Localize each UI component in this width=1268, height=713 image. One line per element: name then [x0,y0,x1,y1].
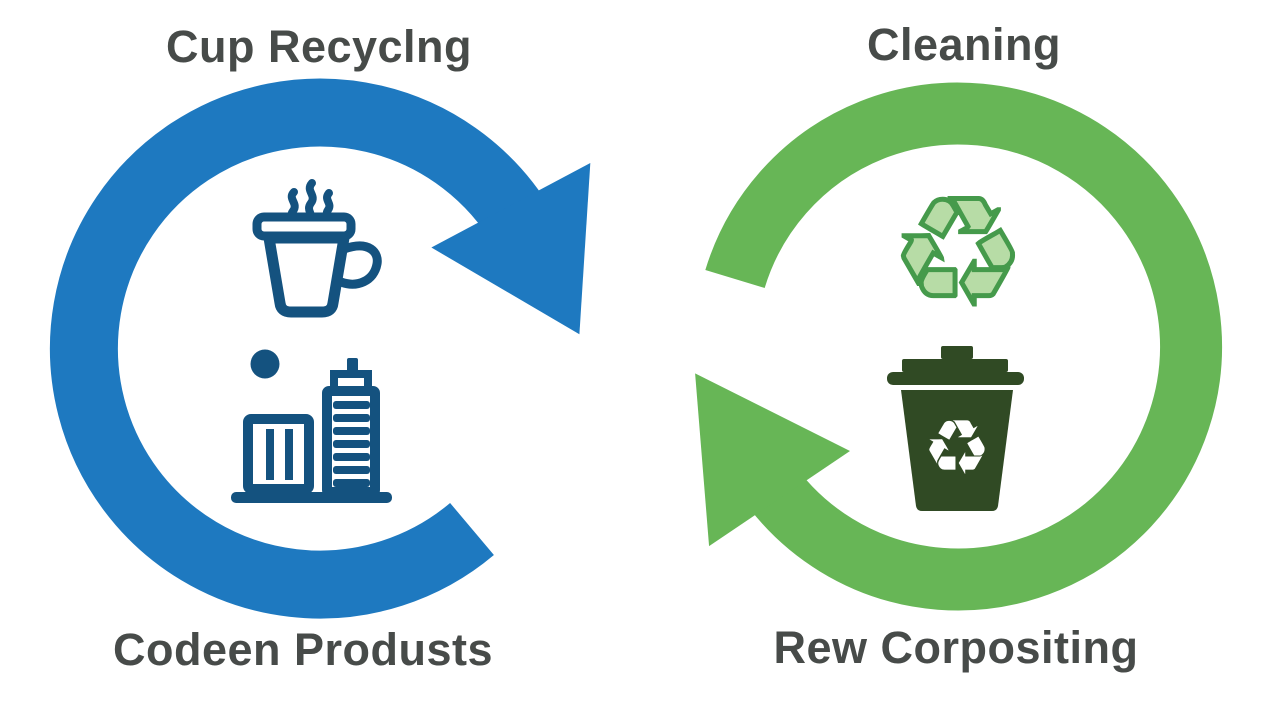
recycle-symbol-icon: ♻ [888,166,1027,340]
bin-lid-outer [887,372,1024,385]
green-cycle-ring [705,82,1222,611]
bin-recycle-mark-icon: ♻ [922,403,992,492]
low-building-bar [285,429,293,480]
coffee-cup-icon [252,179,382,318]
stage-label-cup-recycling: Cup Recyclng [165,21,473,72]
trash-bin-icon [887,346,1024,511]
tower-stripes [333,401,370,487]
blue-cycle-ring [49,78,554,619]
low-building-bar [266,429,274,480]
cup-body [263,232,350,318]
bin-body [901,390,1013,511]
bin-handle [941,346,973,359]
green-arrowhead-icon [695,373,851,547]
stage-label-cleaning: Cleaning [866,19,1062,70]
stage-label-new-products: Codeen Produsts [112,624,494,675]
low-building [243,414,314,494]
blue-cycle-arrow [49,78,591,619]
stage-label-composting: Rew Corpositing [773,622,1139,673]
blue-arrowhead-icon [431,163,591,335]
green-cycle-arrow [695,82,1222,611]
cup-handle [336,241,382,289]
dot-icon [250,349,280,379]
buildings-icon [231,358,392,503]
bin-lid-inner [902,359,1008,372]
